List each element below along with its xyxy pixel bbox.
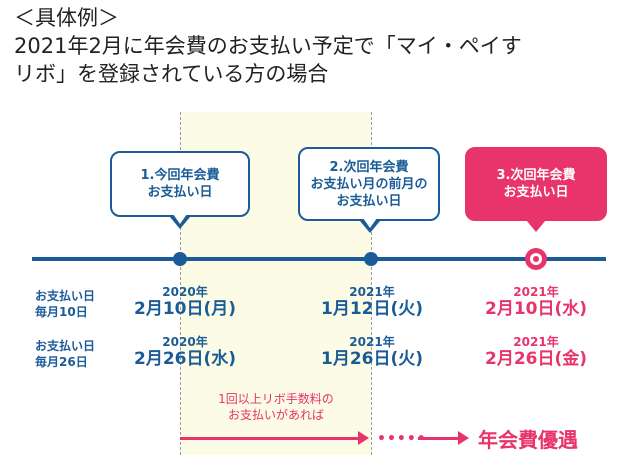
arrow-line-2 bbox=[418, 437, 460, 440]
guide-line-right bbox=[371, 112, 372, 455]
arrow-head-1 bbox=[358, 431, 369, 445]
annual-fee-benefit-label: 年会費優遇 bbox=[478, 428, 578, 452]
callout-line: お支払い日 bbox=[147, 185, 213, 200]
callout-line: お支払い月の前月の bbox=[310, 176, 428, 192]
intro-line: リボ」を登録されている方の場合 bbox=[14, 62, 329, 86]
revolving-fee-note: 1回以上リボ手数料の お支払いがあれば bbox=[218, 392, 334, 422]
callout-line: 3.次回年会費 bbox=[496, 168, 576, 183]
callout-prev-month-date: 2.次回年会費 お支払い月の前月の お支払い日 bbox=[298, 147, 440, 221]
callout-pointer-fill bbox=[173, 214, 187, 224]
callout-line: お支払い日 bbox=[336, 193, 402, 209]
intro-line: 2021年2月に年会費のお支払い予定で「マイ・ペイす bbox=[14, 34, 522, 58]
callout-pointer bbox=[526, 220, 546, 232]
row-label-26th: お支払い日 毎月26日 bbox=[35, 339, 96, 369]
continuation-dots: ••••• bbox=[377, 431, 427, 447]
intro-text: ＜具体例＞ 2021年2月に年会費のお支払い予定で「マイ・ペイす リボ」を登録さ… bbox=[14, 4, 614, 88]
timeline-line bbox=[32, 257, 606, 261]
timeline-marker-1 bbox=[173, 252, 187, 266]
callout-current-fee-date: 1.今回年会費 お支払い日 bbox=[110, 151, 250, 217]
arrow-head-2 bbox=[458, 431, 469, 445]
row-label-10th: お支払い日 毎月10日 bbox=[35, 289, 96, 319]
callout-pointer-fill bbox=[363, 218, 377, 228]
timeline-marker-3 bbox=[525, 248, 547, 270]
guide-line-left bbox=[180, 112, 181, 455]
example-heading: ＜具体例＞ bbox=[14, 6, 119, 30]
timeline-marker-2 bbox=[364, 252, 378, 266]
callout-line: 2.次回年会費 bbox=[329, 159, 409, 175]
callout-next-fee-date: 3.次回年会費 お支払い日 bbox=[465, 147, 607, 221]
callout-line: お支払い日 bbox=[503, 185, 569, 200]
callout-line: 1.今回年会費 bbox=[140, 168, 220, 183]
arrow-line-1 bbox=[180, 437, 360, 440]
